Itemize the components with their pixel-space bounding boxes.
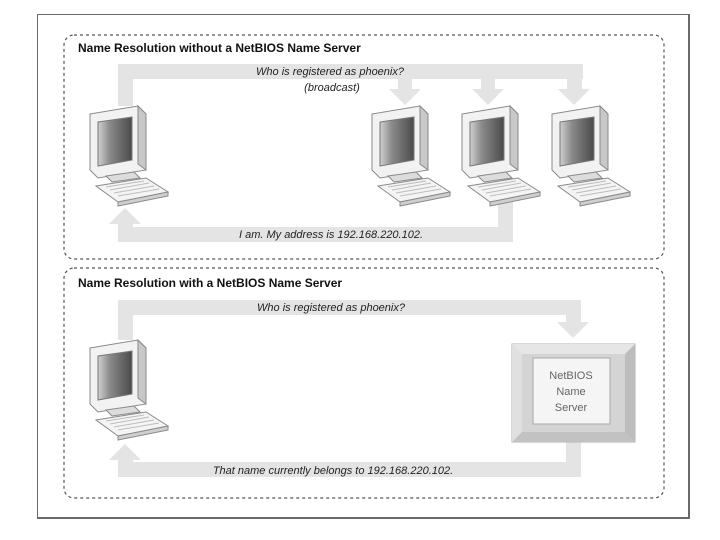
server-label-line2: Name xyxy=(556,386,585,398)
query-dest-stem xyxy=(566,300,581,322)
broadcast-arrow-1 xyxy=(389,79,421,105)
computer-icon xyxy=(552,106,630,206)
panel-with-title: Name Resolution with a NetBIOS Name Serv… xyxy=(78,276,342,290)
query-arrow xyxy=(557,322,589,338)
server-reply-stem xyxy=(566,440,581,477)
broadcast-reply-text: I am. My address is 192.168.220.102. xyxy=(239,229,423,241)
broadcast-note-text: (broadcast) xyxy=(304,82,360,94)
reply-dest-stem xyxy=(118,222,133,242)
reply-source-stem xyxy=(498,198,513,242)
server-label-line1: NetBIOS xyxy=(549,370,592,382)
broadcast-query-text: Who is registered as phoenix? xyxy=(256,66,405,78)
reply-arrow xyxy=(109,208,141,224)
computer-icon xyxy=(462,106,540,206)
computer-icon xyxy=(90,106,168,206)
server-reply-text: That name currently belongs to 192.168.2… xyxy=(213,465,453,477)
query-source-stem xyxy=(118,300,133,340)
computer-icon xyxy=(372,106,450,206)
server-label-line3: Server xyxy=(555,402,588,414)
broadcast-source-stem xyxy=(118,64,133,106)
server-query-text: Who is registered as phoenix? xyxy=(257,302,406,314)
server-reply-arrow xyxy=(109,444,141,460)
netbios-name-server: NetBIOS Name Server xyxy=(512,344,635,442)
computer-icon xyxy=(90,340,168,440)
broadcast-arrow-2 xyxy=(472,79,504,105)
panel-without-title: Name Resolution without a NetBIOS Name S… xyxy=(78,41,361,55)
server-reply-dest-stem xyxy=(118,458,133,477)
